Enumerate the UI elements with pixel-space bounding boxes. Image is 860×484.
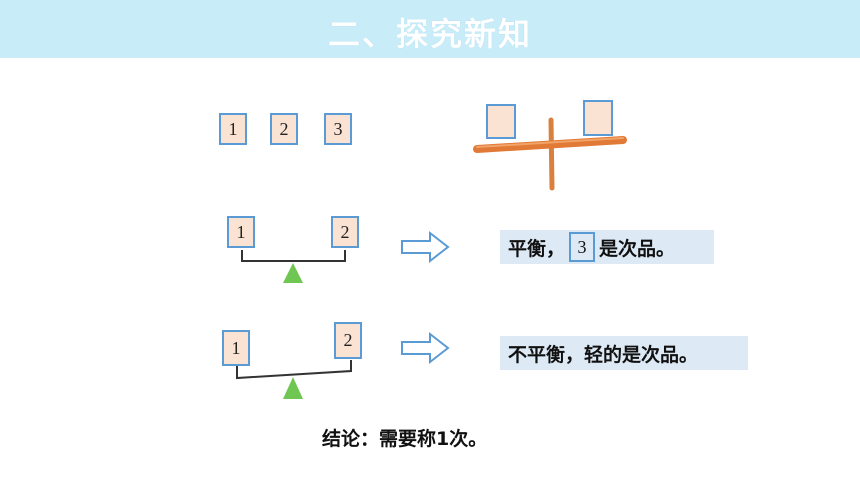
balance-beam: [473, 136, 627, 153]
scale1-right-box: 2: [331, 216, 359, 248]
result-balanced-box: 3: [569, 232, 596, 262]
balance-left-box: [486, 104, 516, 139]
result-balanced-note: 平衡， 3 是次品。: [500, 230, 714, 264]
scale1-triangle: [283, 263, 303, 283]
arrow-right-icon: [401, 331, 450, 365]
scale2-triangle: [283, 377, 303, 399]
scale2-left-box: 1: [222, 330, 250, 366]
balance-illustration: [473, 100, 627, 191]
result-balanced-prefix: 平衡，: [508, 237, 566, 260]
arrow-right-icon: [401, 230, 450, 264]
scale-balanced: [241, 250, 346, 283]
scale1-left-box: 1: [227, 216, 255, 248]
conclusion-text: 结论：需要称1次。: [322, 428, 488, 450]
page-title: 二、探究新知: [327, 15, 532, 53]
balance-post: [548, 117, 555, 191]
scale2-beam: [236, 360, 352, 380]
result-balanced-suffix: 是次品。: [599, 237, 676, 260]
header-bar: 二、探究新知: [0, 0, 860, 58]
item-box-3: 3: [324, 113, 352, 145]
scale-unbalanced: [236, 360, 352, 399]
balance-right-box: [583, 100, 613, 136]
scale1-beam: [241, 250, 346, 262]
scale2-right-box: 2: [334, 322, 362, 359]
result-unbalanced-text: 不平衡，轻的是次品。: [508, 343, 699, 366]
item-box-2: 2: [270, 113, 298, 145]
result-unbalanced-note: 不平衡，轻的是次品。: [500, 336, 748, 370]
item-box-1: 1: [219, 113, 247, 145]
